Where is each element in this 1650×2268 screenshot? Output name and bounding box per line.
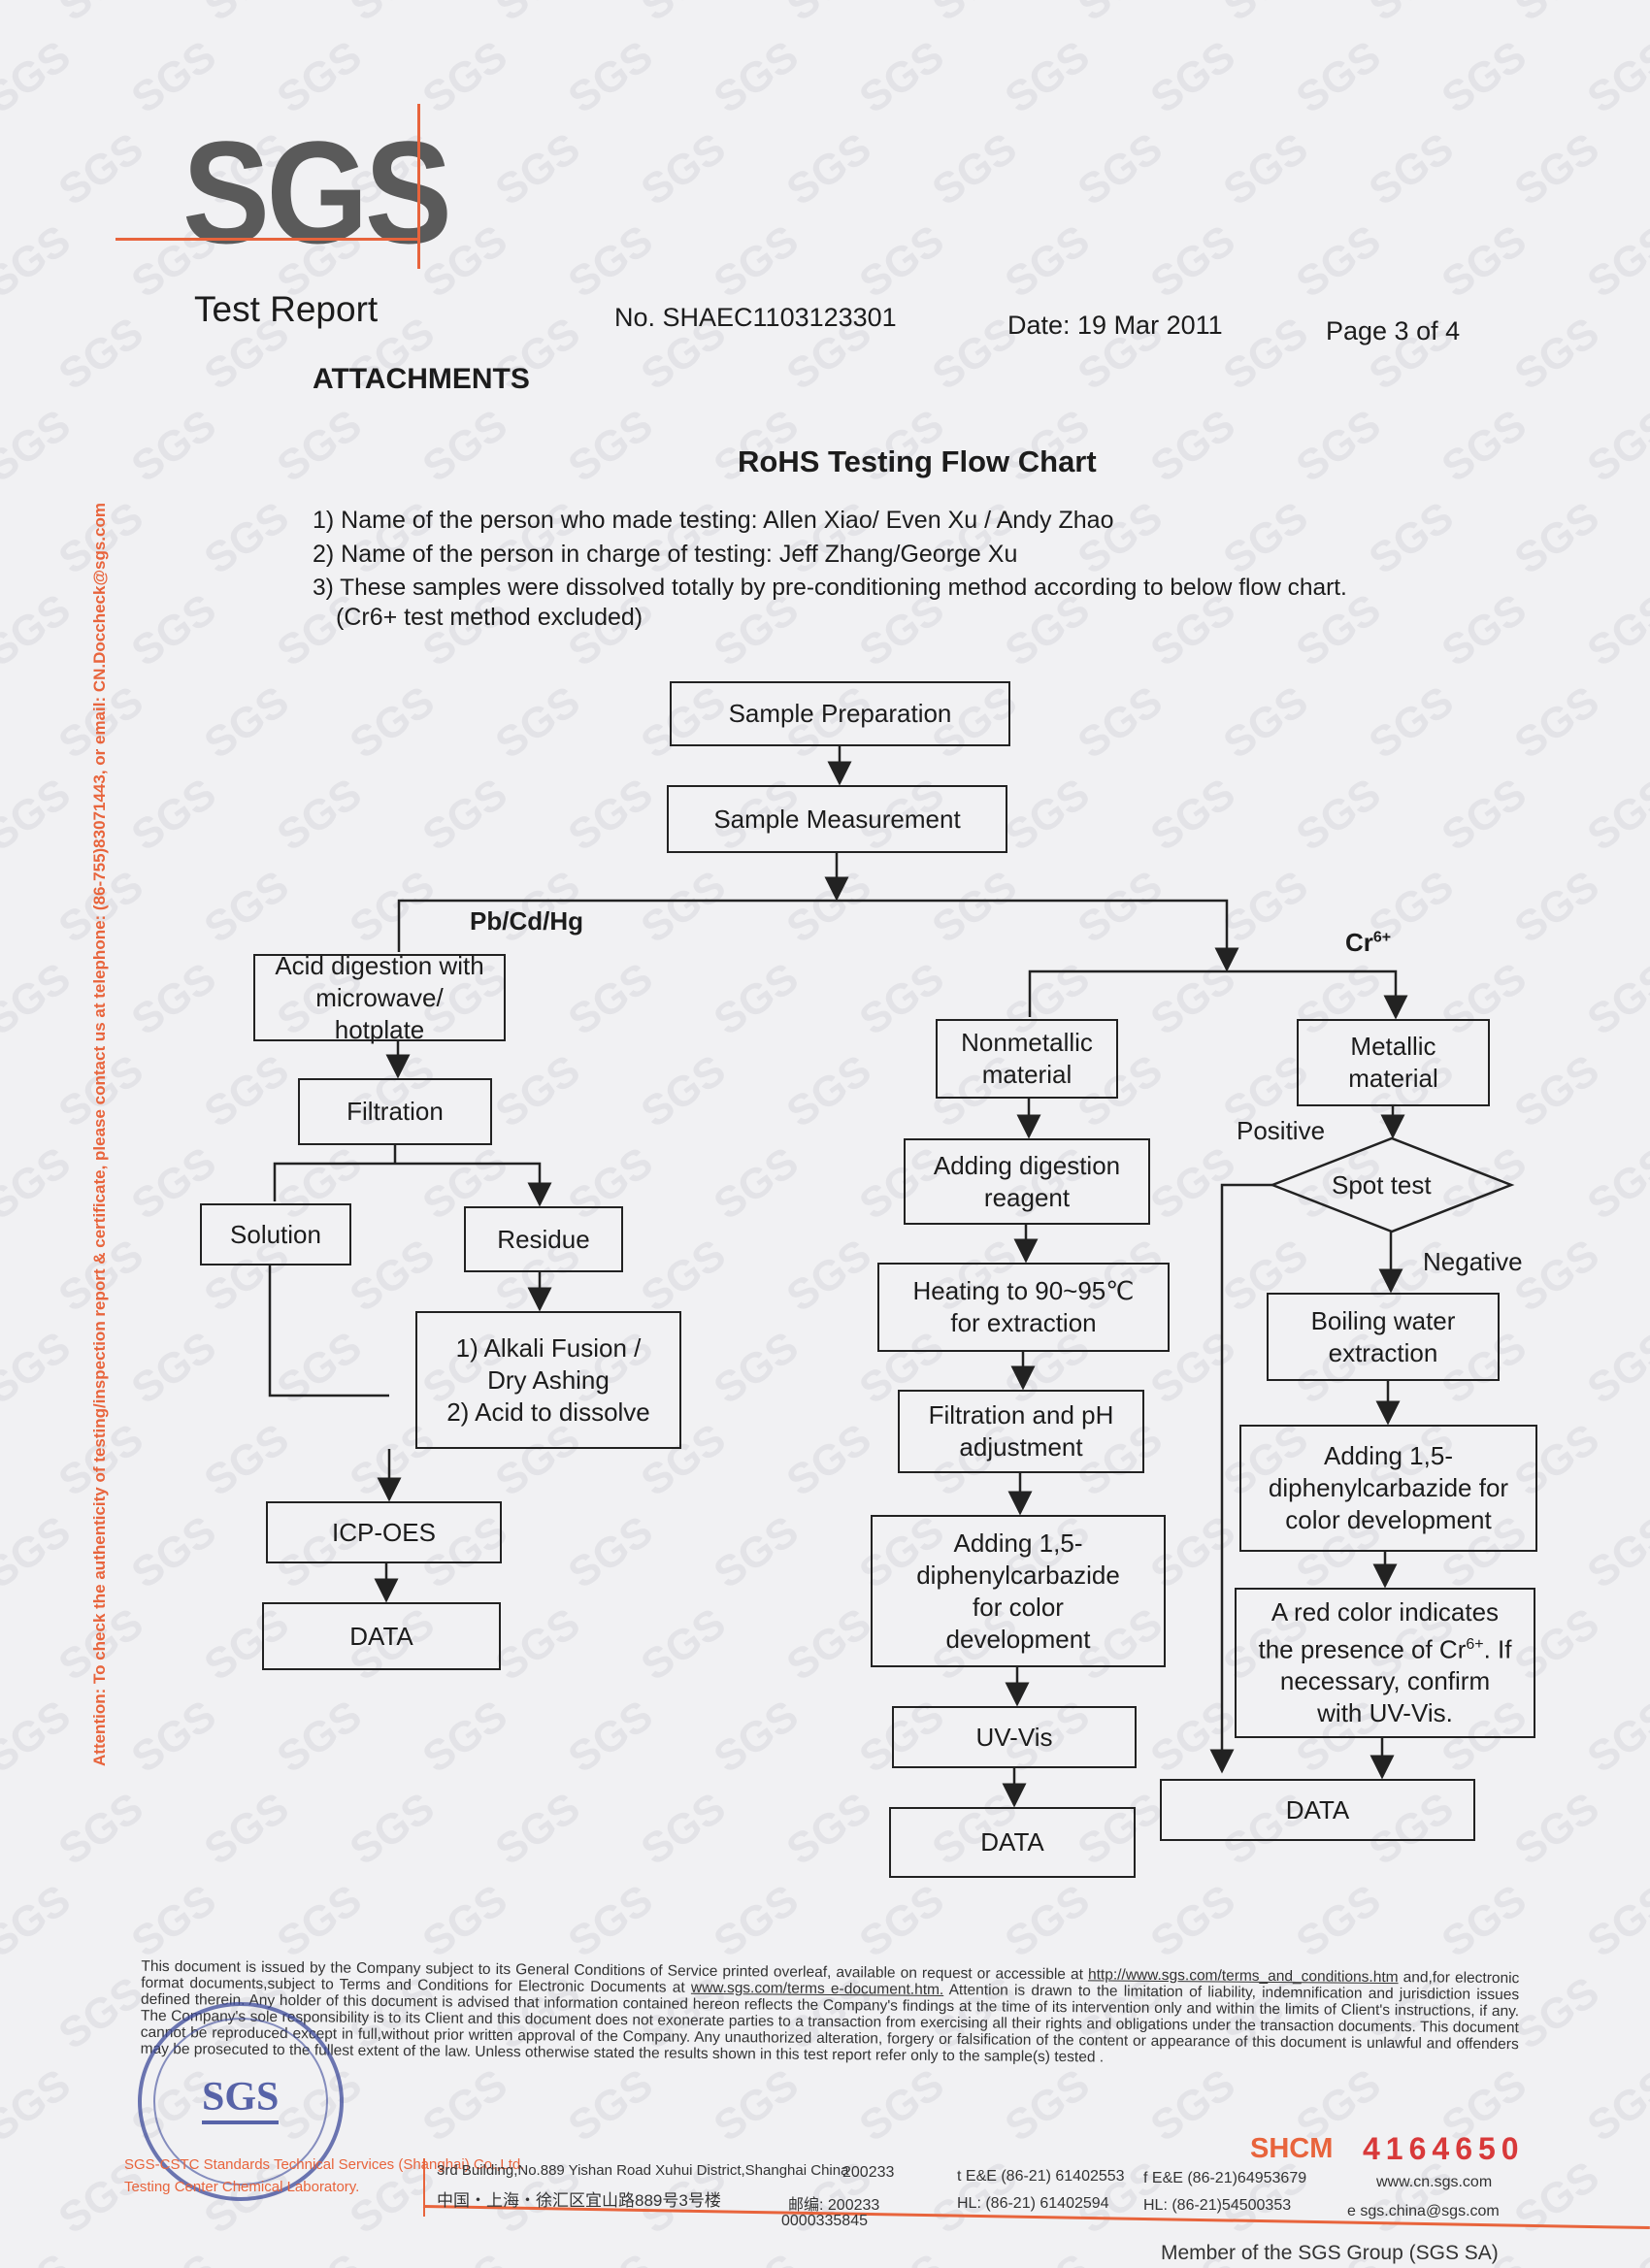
- alkali-line-3: 2) Acid to dissolve: [446, 1397, 650, 1427]
- tel-ee: t E&E (86-21) 61402553: [957, 2168, 1125, 2185]
- red-color-sup: 6+: [1466, 1635, 1484, 1653]
- member-note: Member of the SGS Group (SGS SA): [1161, 2242, 1499, 2264]
- fax-ee: f E&E (86-21)64953679: [1143, 2170, 1307, 2186]
- zip-cn: 邮编: 200233: [788, 2197, 880, 2214]
- box-icp-oes: ICP-OES: [266, 1501, 502, 1563]
- box-data-left: DATA: [262, 1602, 501, 1670]
- page-number: Page 3 of 4: [1326, 316, 1461, 345]
- box-filtration: Filtration: [298, 1078, 492, 1145]
- disclaimer: This document is issued by the Company s…: [141, 1958, 1520, 2069]
- label-positive: Positive: [1237, 1116, 1326, 1145]
- branch-cr-sup: 6+: [1372, 929, 1392, 946]
- logo-underline: [116, 238, 419, 241]
- address-en: 3rd Building,No.889 Yishan Road Xuhui Di…: [437, 2162, 849, 2179]
- box-boiling-water: Boiling water extraction: [1267, 1293, 1500, 1381]
- fax-hl: HL: (86-21)54500353: [1143, 2197, 1292, 2214]
- note-4: (Cr6+ test method excluded): [336, 604, 644, 631]
- branch-pb-cd-hg: Pb/Cd/Hg: [470, 906, 583, 936]
- box-diphenylcarbazide-right: Adding 1,5-diphenylcarbazide for color d…: [1239, 1425, 1537, 1552]
- box-heating: Heating to 90~95℃ for extraction: [877, 1263, 1170, 1352]
- sgs-logo: SGS: [182, 111, 452, 274]
- box-sample-preparation: Sample Preparation: [670, 681, 1010, 746]
- company-stamp: SGS: [138, 2002, 344, 2201]
- email[interactable]: e sgs.china@sgs.com: [1347, 2203, 1500, 2219]
- box-sample-measurement: Sample Measurement: [667, 785, 1007, 853]
- box-diphenylcarbazide-mid: Adding 1,5-diphenylcarbazide for color d…: [871, 1515, 1166, 1667]
- box-data-mid: DATA: [889, 1807, 1136, 1878]
- report-number: No. SHAEC1103123301: [614, 303, 897, 332]
- alkali-line-2: Dry Ashing: [487, 1364, 610, 1395]
- red-color-a: A red color indicates the presence of Cr: [1258, 1596, 1500, 1664]
- address-cn: 中国・上海・徐汇区宜山路889号3号楼: [437, 2191, 721, 2210]
- label-spot-test: Spot test: [1332, 1170, 1432, 1200]
- red-color-b: . If necessary, confirm with UV-Vis.: [1279, 1634, 1512, 1728]
- report-date: Date: 19 Mar 2011: [1007, 311, 1223, 340]
- report-code: 4164650: [1363, 2131, 1525, 2166]
- branch-cr-text: Cr: [1345, 928, 1373, 957]
- box-red-color: A red color indicates the presence of Cr…: [1235, 1588, 1535, 1738]
- page-title: RoHS Testing Flow Chart: [738, 444, 1097, 478]
- alkali-line-1: 1) Alkali Fusion /: [455, 1332, 642, 1363]
- logo-divider: [417, 104, 420, 269]
- tel-hl: HL: (86-21) 61402594: [957, 2195, 1109, 2212]
- box-acid-digestion: Acid digestion with microwave/ hotplate: [253, 951, 506, 1044]
- serial-number: 0000335845: [781, 2213, 868, 2229]
- section-heading: ATTACHMENTS: [313, 363, 530, 395]
- box-metallic: Metallic material: [1297, 1019, 1490, 1106]
- note-3: 3) These samples were dissolved totally …: [313, 575, 1347, 601]
- branch-cr6: Cr6+: [1345, 928, 1391, 958]
- red-color-text: A red color indicates the presence of Cr…: [1258, 1596, 1512, 1730]
- website[interactable]: www.cn.sgs.com: [1376, 2174, 1493, 2190]
- code-prefix: SHCM: [1250, 2133, 1334, 2164]
- box-filtration-ph: Filtration and pH adjustment: [898, 1390, 1144, 1473]
- stamp-logo: SGS: [202, 2074, 280, 2124]
- box-nonmetallic: Nonmetallic material: [936, 1019, 1118, 1099]
- box-alkali-fusion: 1) Alkali Fusion / Dry Ashing 2) Acid to…: [415, 1311, 681, 1449]
- label-negative: Negative: [1423, 1247, 1523, 1276]
- zip-en: 200233: [842, 2164, 895, 2181]
- box-digestion-reagent: Adding digestion reagent: [904, 1138, 1150, 1225]
- box-solution: Solution: [200, 1203, 351, 1265]
- box-data-right: DATA: [1160, 1779, 1475, 1841]
- report-type: Test Report: [194, 289, 379, 329]
- box-uv-vis: UV-Vis: [892, 1706, 1137, 1768]
- box-residue: Residue: [464, 1206, 623, 1272]
- center-name: Testing Center Chemical Laboratory.: [124, 2179, 360, 2195]
- footer-divider: [423, 2158, 425, 2217]
- spot-test-diamond: [1269, 1136, 1515, 1233]
- note-1: 1) Name of the person who made testing: …: [313, 507, 1114, 534]
- note-2: 2) Name of the person in charge of testi…: [313, 541, 1018, 568]
